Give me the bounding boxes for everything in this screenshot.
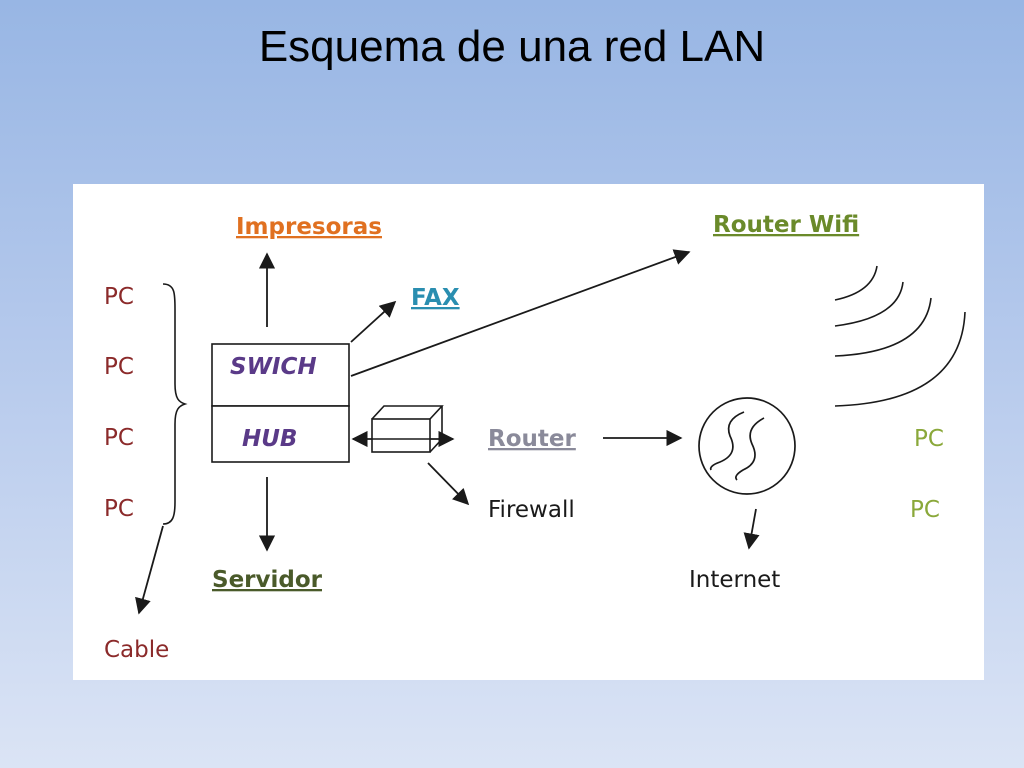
servidor-label: Servidor xyxy=(212,567,323,593)
firewall-arrow xyxy=(427,462,470,506)
internet-label: Internet xyxy=(689,567,780,593)
cable-arrow xyxy=(135,525,164,615)
internet-arrow xyxy=(743,508,760,550)
pc-brace xyxy=(162,283,188,525)
pc-label: PC xyxy=(104,354,134,380)
pc-right-label: PC xyxy=(910,497,940,523)
fax-label: FAX xyxy=(411,285,460,311)
lan-diagram: PC PC PC PC Cable SWICH HUB Impresoras F… xyxy=(104,212,966,663)
switch-label: SWICH xyxy=(230,354,317,380)
pc-label: PC xyxy=(104,425,134,451)
firewall-label: Firewall xyxy=(488,497,575,523)
slide-title: Esquema de una red LAN xyxy=(258,22,766,71)
fax-arrow xyxy=(350,300,397,343)
wifi-waves-icon xyxy=(834,265,966,407)
internet-cloud-icon xyxy=(698,397,796,495)
hub-box xyxy=(211,405,350,463)
impresoras-label: Impresoras xyxy=(236,214,382,240)
diagram-panel: PC PC PC PC Cable SWICH HUB Impresoras F… xyxy=(73,184,984,680)
switch-box xyxy=(211,343,350,407)
router-wifi-arrow xyxy=(350,249,691,377)
router-label: Router xyxy=(488,426,576,452)
pc-right-label: PC xyxy=(914,426,944,452)
firewall-box-icon xyxy=(371,405,444,453)
cable-label: Cable xyxy=(104,637,169,663)
pc-label: PC xyxy=(104,284,134,310)
hub-label: HUB xyxy=(242,426,297,452)
pc-label: PC xyxy=(104,496,134,522)
left-pc-group: PC PC PC PC xyxy=(104,284,134,522)
router-wifi-label: Router Wifi xyxy=(713,212,859,238)
